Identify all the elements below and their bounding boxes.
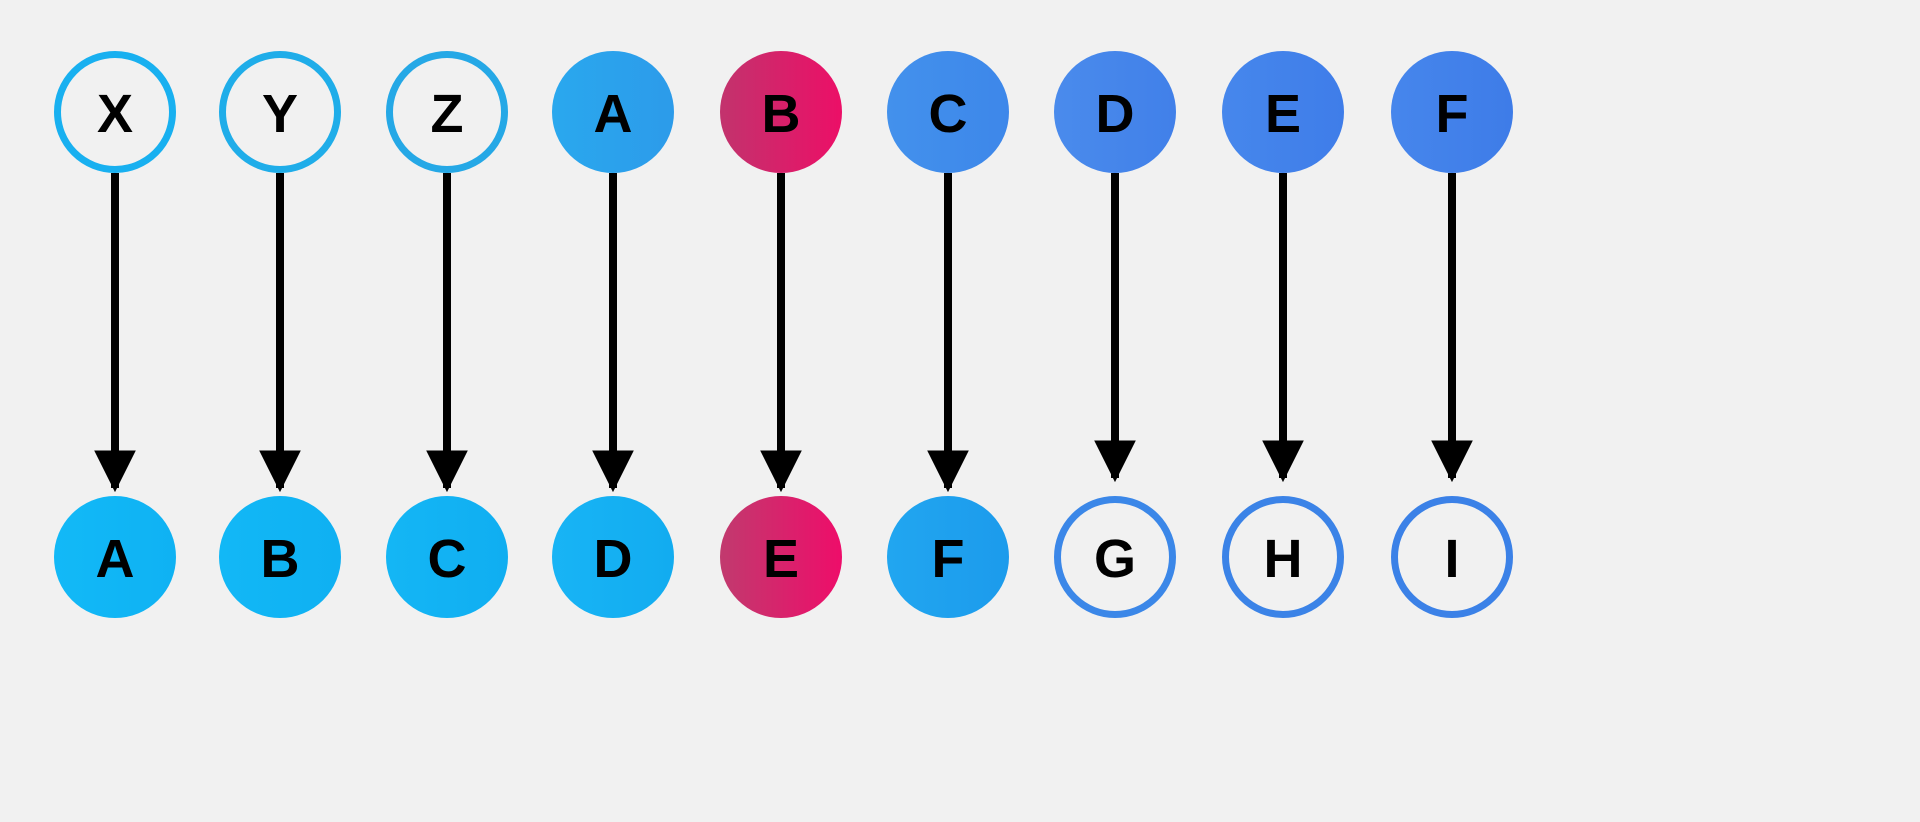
node-e-bottom-row[interactable]: E bbox=[720, 496, 842, 618]
node-label: X bbox=[97, 84, 133, 144]
node-circle[interactable] bbox=[720, 51, 842, 173]
node-circle[interactable] bbox=[1054, 496, 1176, 618]
node-a-bottom-row[interactable]: A bbox=[54, 496, 176, 618]
node-z-top-row[interactable]: Z bbox=[386, 51, 508, 173]
node-label: A bbox=[594, 84, 633, 144]
edges-layer bbox=[94, 173, 1473, 493]
node-b-bottom-row[interactable]: B bbox=[219, 496, 341, 618]
node-circle[interactable] bbox=[54, 51, 176, 173]
node-d-top-row[interactable]: D bbox=[1054, 51, 1176, 173]
node-c-bottom-row[interactable]: C bbox=[386, 496, 508, 618]
node-y-top-row[interactable]: Y bbox=[219, 51, 341, 173]
node-circle[interactable] bbox=[887, 51, 1009, 173]
node-a-top-row[interactable]: A bbox=[552, 51, 674, 173]
node-c-top-row[interactable]: C bbox=[887, 51, 1009, 173]
node-circle[interactable] bbox=[386, 496, 508, 618]
node-label: E bbox=[1265, 84, 1301, 144]
node-circle[interactable] bbox=[54, 496, 176, 618]
node-g-bottom-row[interactable]: G bbox=[1054, 496, 1176, 618]
node-circle[interactable] bbox=[887, 496, 1009, 618]
node-x-top-row[interactable]: X bbox=[54, 51, 176, 173]
node-circle[interactable] bbox=[1391, 496, 1513, 618]
node-h-bottom-row[interactable]: H bbox=[1222, 496, 1344, 618]
node-label: E bbox=[763, 529, 799, 589]
node-circle[interactable] bbox=[386, 51, 508, 173]
node-label: C bbox=[428, 529, 467, 589]
node-label: Z bbox=[431, 84, 464, 144]
node-circle[interactable] bbox=[1391, 51, 1513, 173]
node-label: Y bbox=[262, 84, 298, 144]
node-e-top-row[interactable]: E bbox=[1222, 51, 1344, 173]
node-circle[interactable] bbox=[552, 496, 674, 618]
node-circle[interactable] bbox=[1222, 51, 1344, 173]
node-d-bottom-row[interactable]: D bbox=[552, 496, 674, 618]
node-label: B bbox=[261, 529, 300, 589]
bottom-row: A B C D E F G H I bbox=[54, 496, 1513, 618]
node-i-bottom-row[interactable]: I bbox=[1391, 496, 1513, 618]
node-circle[interactable] bbox=[552, 51, 674, 173]
node-label: B bbox=[762, 84, 801, 144]
node-circle[interactable] bbox=[1222, 496, 1344, 618]
node-b-top-row[interactable]: B bbox=[720, 51, 842, 173]
node-label: D bbox=[1096, 84, 1135, 144]
node-circle[interactable] bbox=[1054, 51, 1176, 173]
node-circle[interactable] bbox=[219, 496, 341, 618]
node-label: H bbox=[1264, 529, 1303, 589]
node-label: D bbox=[594, 529, 633, 589]
node-circle[interactable] bbox=[219, 51, 341, 173]
node-label: G bbox=[1094, 529, 1136, 589]
node-label: C bbox=[929, 84, 968, 144]
node-f-bottom-row[interactable]: F bbox=[887, 496, 1009, 618]
node-circle[interactable] bbox=[720, 496, 842, 618]
node-label: F bbox=[1436, 84, 1469, 144]
node-label: F bbox=[932, 529, 965, 589]
node-label: A bbox=[96, 529, 135, 589]
node-label: I bbox=[1444, 529, 1459, 589]
nodes-layer: X Y Z A B C D E F A B C D E F G H I bbox=[54, 51, 1513, 618]
node-f-top-row[interactable]: F bbox=[1391, 51, 1513, 173]
